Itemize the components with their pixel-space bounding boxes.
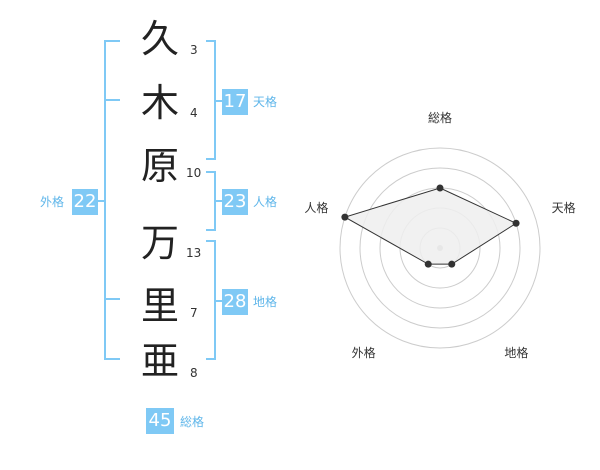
gaikaku-bracket-tick-upper	[104, 99, 120, 101]
name-char-3: 原	[140, 144, 179, 188]
name-char-6: 亜	[140, 339, 179, 383]
stroke-count-6: 8	[190, 366, 198, 380]
chikaku-bracket-tick	[216, 300, 222, 302]
radar-axis-label-1: 総格	[428, 110, 452, 125]
radar-point-4	[424, 260, 432, 268]
gaikaku-bracket-tick-mid	[98, 200, 104, 202]
chikaku-bracket	[206, 240, 216, 360]
stroke-count-2: 4	[190, 106, 198, 120]
radar-axis-label-5: 人格	[304, 200, 328, 215]
tenkaku-label: 天格	[253, 95, 278, 109]
tenkaku-value-badge: 17	[222, 89, 248, 115]
stroke-count-1: 3	[190, 43, 198, 57]
gaikaku-label: 外格	[40, 195, 65, 209]
name-char-5: 里	[140, 284, 179, 328]
name-char-1: 久	[140, 17, 179, 61]
radar-axis-label-3: 地格	[504, 345, 528, 360]
chikaku-label: 地格	[253, 295, 278, 309]
soukaku-label: 総格	[180, 415, 205, 429]
jinkaku-bracket-tick	[216, 200, 222, 202]
gaikaku-bracket-tick-lower	[104, 298, 120, 300]
radar-axis-label-2: 天格	[552, 200, 576, 215]
jinkaku-label: 人格	[253, 195, 278, 209]
radar-axis-label-4: 外格	[352, 345, 376, 360]
stroke-count-5: 7	[190, 306, 198, 320]
radar-point-3	[448, 260, 456, 268]
gaikaku-value-badge: 22	[72, 189, 98, 215]
tenkaku-bracket-tick	[216, 100, 222, 102]
soukaku-value-badge: 45	[146, 408, 174, 434]
name-char-2: 木	[140, 81, 179, 125]
gaikaku-bracket	[104, 40, 120, 360]
stroke-count-4: 13	[186, 246, 202, 260]
radar-point-1	[436, 184, 444, 192]
radar-point-5	[341, 213, 349, 221]
radar-polygon	[343, 187, 518, 265]
tenkaku-bracket	[206, 40, 216, 160]
stroke-count-3: 10	[186, 166, 202, 180]
chikaku-value-badge: 28	[222, 289, 248, 315]
name-char-4: 万	[140, 221, 179, 265]
jinkaku-bracket	[206, 171, 216, 231]
radar-point-2	[512, 219, 520, 227]
jinkaku-value-badge: 23	[222, 189, 248, 215]
